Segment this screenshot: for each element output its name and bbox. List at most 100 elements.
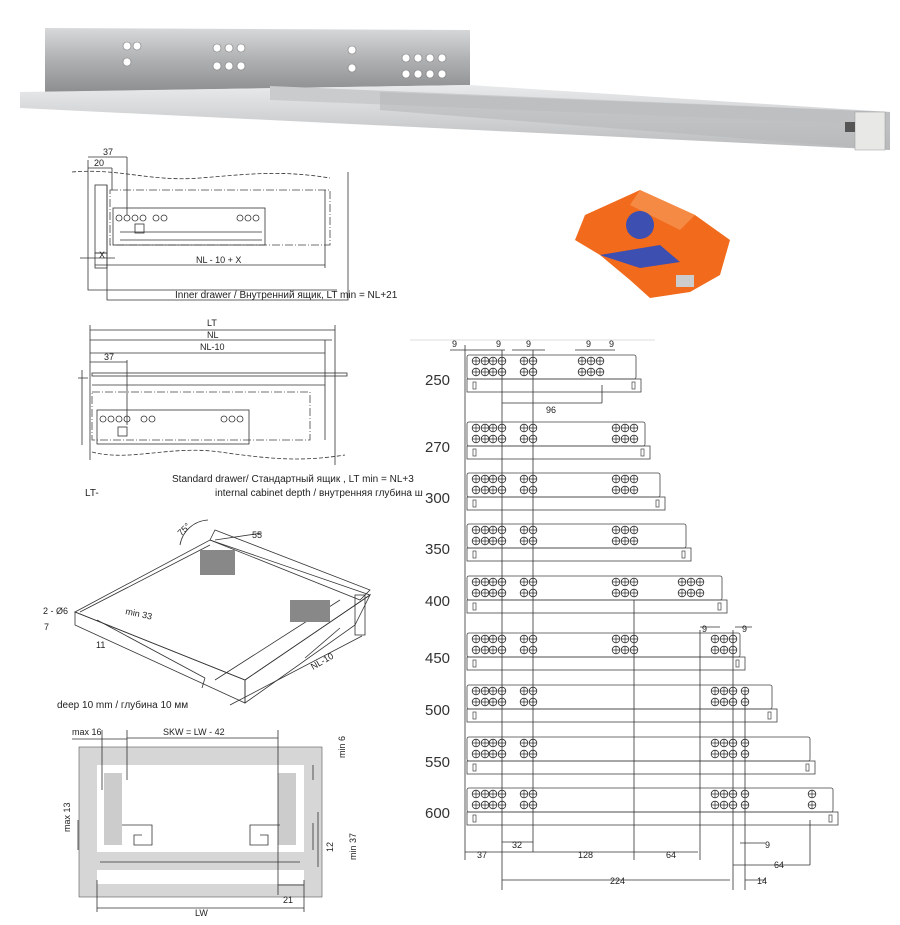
runner-outline [466,547,692,562]
hole-row-500: 500 [425,684,778,723]
dim-64: 64 [666,850,676,860]
dim-nl-10: NL-10 [200,342,225,352]
slot-mark [472,814,477,823]
hole-mark [519,525,529,535]
dim-max-13: max 13 [62,802,72,832]
hole-mark [611,485,621,495]
slot-mark [472,448,477,457]
dim-20: 20 [94,158,104,168]
dim-96: 96 [546,405,556,415]
isometric-drawer-view: 75° 55 2 - Ø6 min 33 7 11 NL-10 deep 10 … [43,519,372,711]
hole-mark [488,634,498,644]
row-length-label: 400 [425,593,450,610]
inner-drawer-caption: Inner drawer / Внутренний ящик, LT min =… [175,290,398,301]
hole-mark [519,536,529,546]
hole-mark [611,525,621,535]
dim-9-a: 9 [452,339,457,349]
hole-mark [629,525,639,535]
runner-outline [466,378,642,393]
hole-mark [471,525,481,535]
dim-9-e: 9 [609,339,614,349]
hole-mark [719,686,729,696]
hole-mark [480,485,490,495]
hole-mark [488,697,498,707]
hole-mark [488,789,498,799]
hole-mark [488,367,498,377]
hole-mark [586,367,596,377]
hole-mark [519,423,529,433]
dim-14: 14 [757,876,767,886]
slot-mark [472,659,477,668]
hole-mark [629,588,639,598]
dim-21: 21 [283,895,293,905]
hole-mark [686,588,696,598]
dim-9-bottom: 9 [765,840,770,850]
slot-mark [472,602,477,611]
hole-mark [611,577,621,587]
hole-mark [480,697,490,707]
dim-9-mid-a: 9 [702,624,707,634]
hole-mark [480,686,490,696]
hole-mark [480,434,490,444]
runner-outline [466,760,816,775]
hole-row-270: 270 [425,421,651,460]
hole-row-450: 450 [425,632,746,671]
hole-mark [719,634,729,644]
hole-mark [480,423,490,433]
hole-mark [611,536,621,546]
hole-mark [471,588,481,598]
row-length-label: 350 [425,541,450,558]
hole-row-300: 300 [425,472,666,511]
hole-mark [519,686,529,696]
hole-row-350: 350 [425,523,692,562]
slot-mark [472,381,477,390]
hole-mark [595,356,605,366]
dim-min-37: min 37 [348,833,358,860]
hole-mark [620,645,630,655]
hole-mark [480,738,490,748]
hole-mark [620,434,630,444]
dim-min-6: min 6 [337,736,347,758]
hole-mark [629,536,639,546]
hole-mark [480,645,490,655]
hole-mark [471,800,481,810]
dim-7: 7 [44,622,49,632]
hole-mark [488,749,498,759]
hole-mark [719,789,729,799]
dim-64-right: 64 [774,860,784,870]
hole-mark [620,634,630,644]
drawer-slide-photo [20,28,890,151]
hole-mark [519,749,529,759]
dim-32: 32 [512,840,522,850]
hole-mark [471,434,481,444]
inner-drawer-drawing: 37 20 X NL - 10 + X Inner drawer / Внутр… [71,147,398,301]
depth-caption: internal cabinet depth / внутренняя глуб… [215,487,423,499]
drawer-side-outline [466,632,741,658]
hole-mark [620,536,630,546]
hole-mark [611,434,621,444]
hole-mark [488,485,498,495]
dim-x: X [99,250,105,260]
hole-mark [480,634,490,644]
dim-lt: LT [207,318,217,328]
hole-mark [519,738,529,748]
hole-mark [471,356,481,366]
hole-mark [519,634,529,644]
hole-mark [719,749,729,759]
hole-mark [471,423,481,433]
locking-clip-photo [575,190,730,298]
hole-mark [471,645,481,655]
hole-mark [471,474,481,484]
drawer-side-outline [466,736,811,762]
hole-mark [677,577,687,587]
dim-nl: NL [207,330,219,340]
slot-mark [472,550,477,559]
hole-mark [629,577,639,587]
hole-mark [471,789,481,799]
dim-128: 128 [578,850,593,860]
slot-mark [472,763,477,772]
hole-mark [620,485,630,495]
runner-outline [466,811,839,826]
hole-mark [620,423,630,433]
